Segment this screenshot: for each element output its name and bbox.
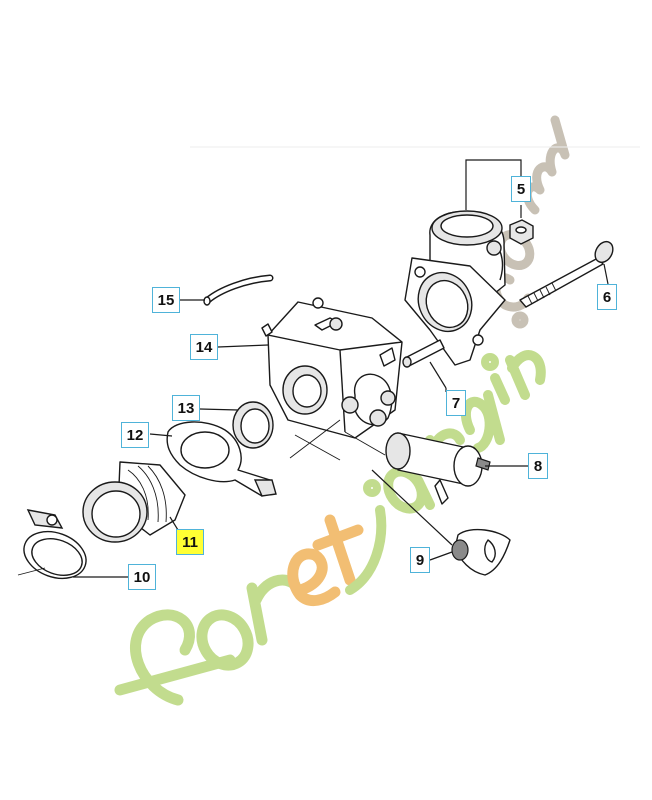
callout-6[interactable]: 6 <box>597 284 617 310</box>
leader-lines <box>17 159 609 578</box>
part-fuel-hose <box>203 274 274 306</box>
part-intake-boot <box>82 461 186 543</box>
part-choke-flap <box>451 528 511 576</box>
part-flange <box>404 257 506 366</box>
callout-8[interactable]: 8 <box>528 453 548 479</box>
callout-15[interactable]: 15 <box>152 287 180 313</box>
callout-12[interactable]: 12 <box>121 422 149 448</box>
part-carburetor <box>261 297 403 439</box>
part-clamp-bracket <box>166 421 277 497</box>
part-filter <box>385 432 491 505</box>
callout-11[interactable]: 11 <box>176 529 204 555</box>
callout-14[interactable]: 14 <box>190 334 218 360</box>
part-hose-clamp <box>23 509 87 580</box>
part-nut <box>509 219 534 245</box>
part-pin <box>402 339 445 368</box>
callout-13[interactable]: 13 <box>172 395 200 421</box>
callout-10[interactable]: 10 <box>128 564 156 590</box>
part-o-ring <box>232 401 274 449</box>
callout-9[interactable]: 9 <box>410 547 430 573</box>
callout-5[interactable]: 5 <box>511 176 531 202</box>
callout-7[interactable]: 7 <box>446 390 466 416</box>
part-bolt <box>519 240 614 308</box>
